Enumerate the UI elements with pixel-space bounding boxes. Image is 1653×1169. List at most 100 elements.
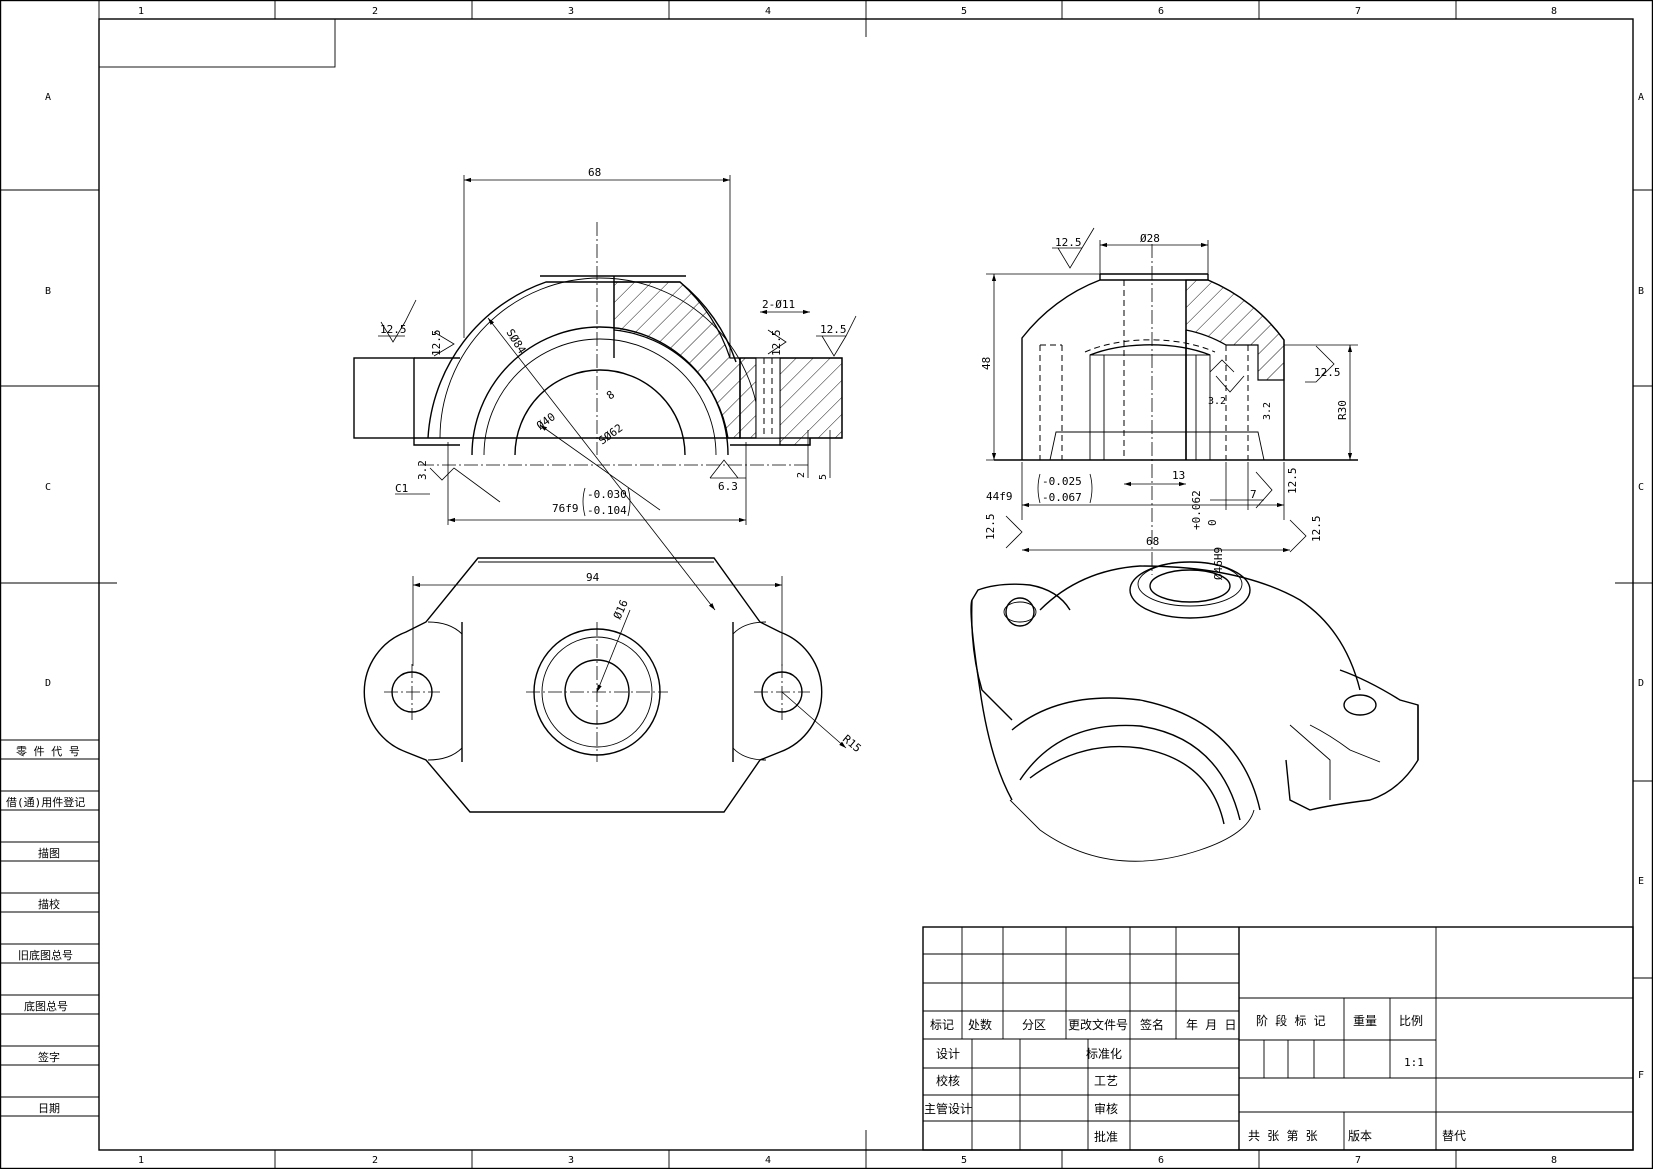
tb-scale-label: 比例 [1399,1014,1423,1028]
strip-label: 描图 [38,846,60,860]
col-label: 8 [1551,6,1557,17]
col-label: 7 [1355,6,1361,17]
rough-left-outer: 12.5 [380,323,407,336]
rough-rb2: 12.5 [1310,516,1323,543]
dim-sphere-62: SØ62 [596,421,625,447]
dim-5: 5 [818,474,829,480]
col-label: 1 [138,6,144,17]
side-section-view: Ø28 12.5 48 R30 12.5 3.2 3.2 13 7 44f9 -… [980,227,1358,580]
tb-header: 分区 [1022,1018,1046,1032]
rough-left-inner: 12.5 [430,330,443,357]
col-label: 5 [961,6,967,17]
tol-44-upper: -0.025 [1042,475,1082,488]
rough-right-outer: 12.5 [820,323,847,336]
tol-76-upper: -0.030 [587,488,627,501]
tb-header: 更改文件号 [1068,1017,1128,1032]
rough-rb: 12.5 [1286,468,1299,495]
rough-32a: 3.2 [1262,402,1273,420]
strip-label: 签字 [38,1050,60,1064]
strip-label: 底图总号 [24,999,68,1013]
col-label: 6 [1158,6,1164,17]
title-block: 标记 处数 分区 更改文件号 签名 年 月 日 设计 校核 主管设计 标准化 工… [922,926,1634,1151]
row-label: D [1638,678,1644,689]
col-label: 4 [765,6,771,17]
tb-stage: 阶 段 标 记 [1256,1013,1326,1028]
rough-left: 12.5 [984,514,997,541]
dim-28: Ø28 [1140,232,1160,245]
row-label: C [1638,482,1644,493]
col-label: 3 [568,1155,574,1166]
col-label: 4 [765,1155,771,1166]
col-label: 3 [568,6,574,17]
tb-role: 主管设计 [924,1101,972,1116]
col-label: 2 [372,1155,378,1166]
strip-label: 描校 [38,897,60,911]
tb-approval: 批准 [1094,1129,1118,1144]
col-label: 2 [372,6,378,17]
tb-replace: 替代 [1442,1129,1466,1143]
dim-7: 7 [1250,488,1257,501]
row-label: E [1638,876,1644,887]
front-section-view: 68 76f9 -0.030 -0.104 SØ84 Ø40 SØ62 8 2-… [353,166,857,611]
tb-sheets: 共 张 第 张 [1248,1129,1318,1143]
row-label: A [45,92,51,103]
tol-46-lower: 0 [1206,519,1219,526]
rough-bottom: 3.2 [416,460,429,480]
grid-labels: 1 2 3 4 5 6 7 8 1 2 3 4 5 6 7 8 A B C D … [45,6,1644,1166]
dim-68-side: 68 [1146,535,1159,548]
dim-44f9: 44f9 [986,490,1013,503]
tb-scale-value: 1:1 [1404,1056,1424,1069]
tb-weight: 重量 [1353,1014,1377,1028]
dim-8: 8 [604,388,617,402]
col-label: 6 [1158,1155,1164,1166]
row-label: D [45,678,51,689]
top-view: 94 Ø16 R15 [363,557,864,813]
dim-r30: R30 [1336,400,1349,420]
tb-header: 签名 [1140,1017,1164,1032]
tb-role: 设计 [936,1047,960,1061]
tb-header: 年 月 日 [1186,1018,1236,1032]
dim-16: Ø16 [611,598,631,621]
strip-label: 零 件 代 号 [16,745,80,758]
tb-header: 标记 [930,1018,954,1032]
row-label: B [45,286,51,297]
tol-44-lower: -0.067 [1042,491,1082,504]
rough-32b: 3.2 [1208,396,1226,407]
col-label: 7 [1355,1155,1361,1166]
col-label: 8 [1551,1155,1557,1166]
chamfer-c1: C1 [395,482,408,495]
dim-94: 94 [586,571,600,584]
dim-48: 48 [980,357,993,370]
dim-r15: R15 [840,732,864,755]
row-label: B [1638,286,1644,297]
strip-label: 借(通)用件登记 [6,795,85,809]
col-label: 1 [138,1155,144,1166]
row-label: C [45,482,51,493]
dim-40: Ø40 [534,410,558,432]
tol-76-lower: -0.104 [587,504,627,517]
rough-right: 12.5 [1314,366,1341,379]
dim-76f9: 76f9 [552,502,579,515]
rough-top: 12.5 [1055,236,1082,249]
tol-46-upper: +0.062 [1190,490,1203,530]
rough-right-hole: 12.5 [770,330,783,357]
row-label: A [1638,92,1644,103]
row-label: F [1638,1070,1644,1081]
left-strip-table: 零 件 代 号 借(通)用件登记 描图 描校 旧底图总号 底图总号 签字 日期 [0,739,99,1117]
tb-role: 校核 [936,1073,960,1088]
rough-63: 6.3 [718,480,738,493]
tb-approval: 审核 [1094,1101,1118,1116]
dim-holes: 2-Ø11 [762,298,795,311]
tb-approval: 工艺 [1094,1074,1118,1088]
dim-13: 13 [1172,469,1185,482]
col-label: 5 [961,1155,967,1166]
strip-label: 日期 [38,1102,60,1115]
tb-approval: 标准化 [1086,1047,1122,1061]
dim-2: 2 [796,472,807,478]
strip-label: 旧底图总号 [18,948,73,962]
dim-68: 68 [588,166,601,179]
tb-version: 版本 [1348,1129,1372,1143]
tb-header: 处数 [968,1017,992,1032]
